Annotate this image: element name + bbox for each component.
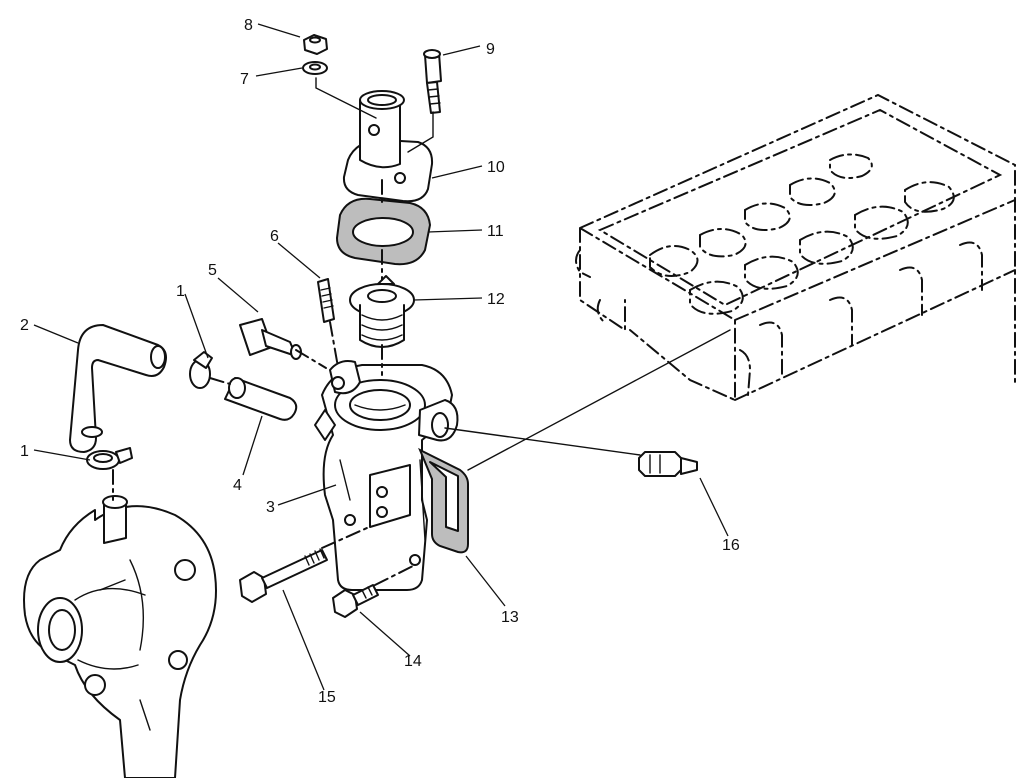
callout-14: 14: [404, 653, 422, 670]
hose-clamp-upper: [189, 351, 213, 389]
bypass-pipe: [224, 377, 298, 421]
leader-lines: [33, 23, 729, 691]
cover-bolt: [423, 49, 442, 114]
callout-11: 11: [487, 223, 504, 240]
callout-1-upper: 1: [176, 283, 185, 300]
housing-gasket: [418, 447, 469, 554]
callout-13: 13: [501, 609, 519, 626]
thermostat-cover: [342, 90, 434, 203]
callout-15: 15: [318, 689, 336, 706]
callout-16: 16: [722, 537, 740, 554]
callout-10: 10: [487, 159, 505, 176]
washer: [302, 61, 328, 75]
water-pump: [23, 495, 217, 778]
assembly-lines: [112, 77, 731, 586]
engine-block: [575, 93, 1016, 402]
stud-bolt: [317, 278, 335, 323]
callout-12: 12: [487, 291, 505, 308]
temperature-sender: [239, 318, 302, 360]
callout-6: 6: [270, 228, 279, 245]
callout-2: 2: [20, 317, 29, 334]
callout-9: 9: [486, 41, 495, 58]
callout-8: 8: [244, 17, 253, 34]
thermostat: [349, 275, 415, 348]
short-bolt: [332, 584, 379, 618]
callout-3: 3: [266, 499, 275, 516]
callout-labels: 8 7 9 10 11 12 6 5 1 2 1 4 3 13 14 15 16: [20, 17, 740, 706]
callout-1-lower: 1: [20, 443, 29, 460]
callout-4: 4: [233, 477, 242, 494]
thermostat-gasket: [335, 197, 432, 266]
bypass-hose: [69, 324, 167, 453]
temperature-switch: [638, 451, 698, 477]
long-bolt: [239, 548, 328, 603]
nut: [303, 34, 328, 55]
callout-5: 5: [208, 262, 217, 279]
callout-7: 7: [240, 71, 249, 88]
hose-clamp-lower: [86, 447, 133, 470]
